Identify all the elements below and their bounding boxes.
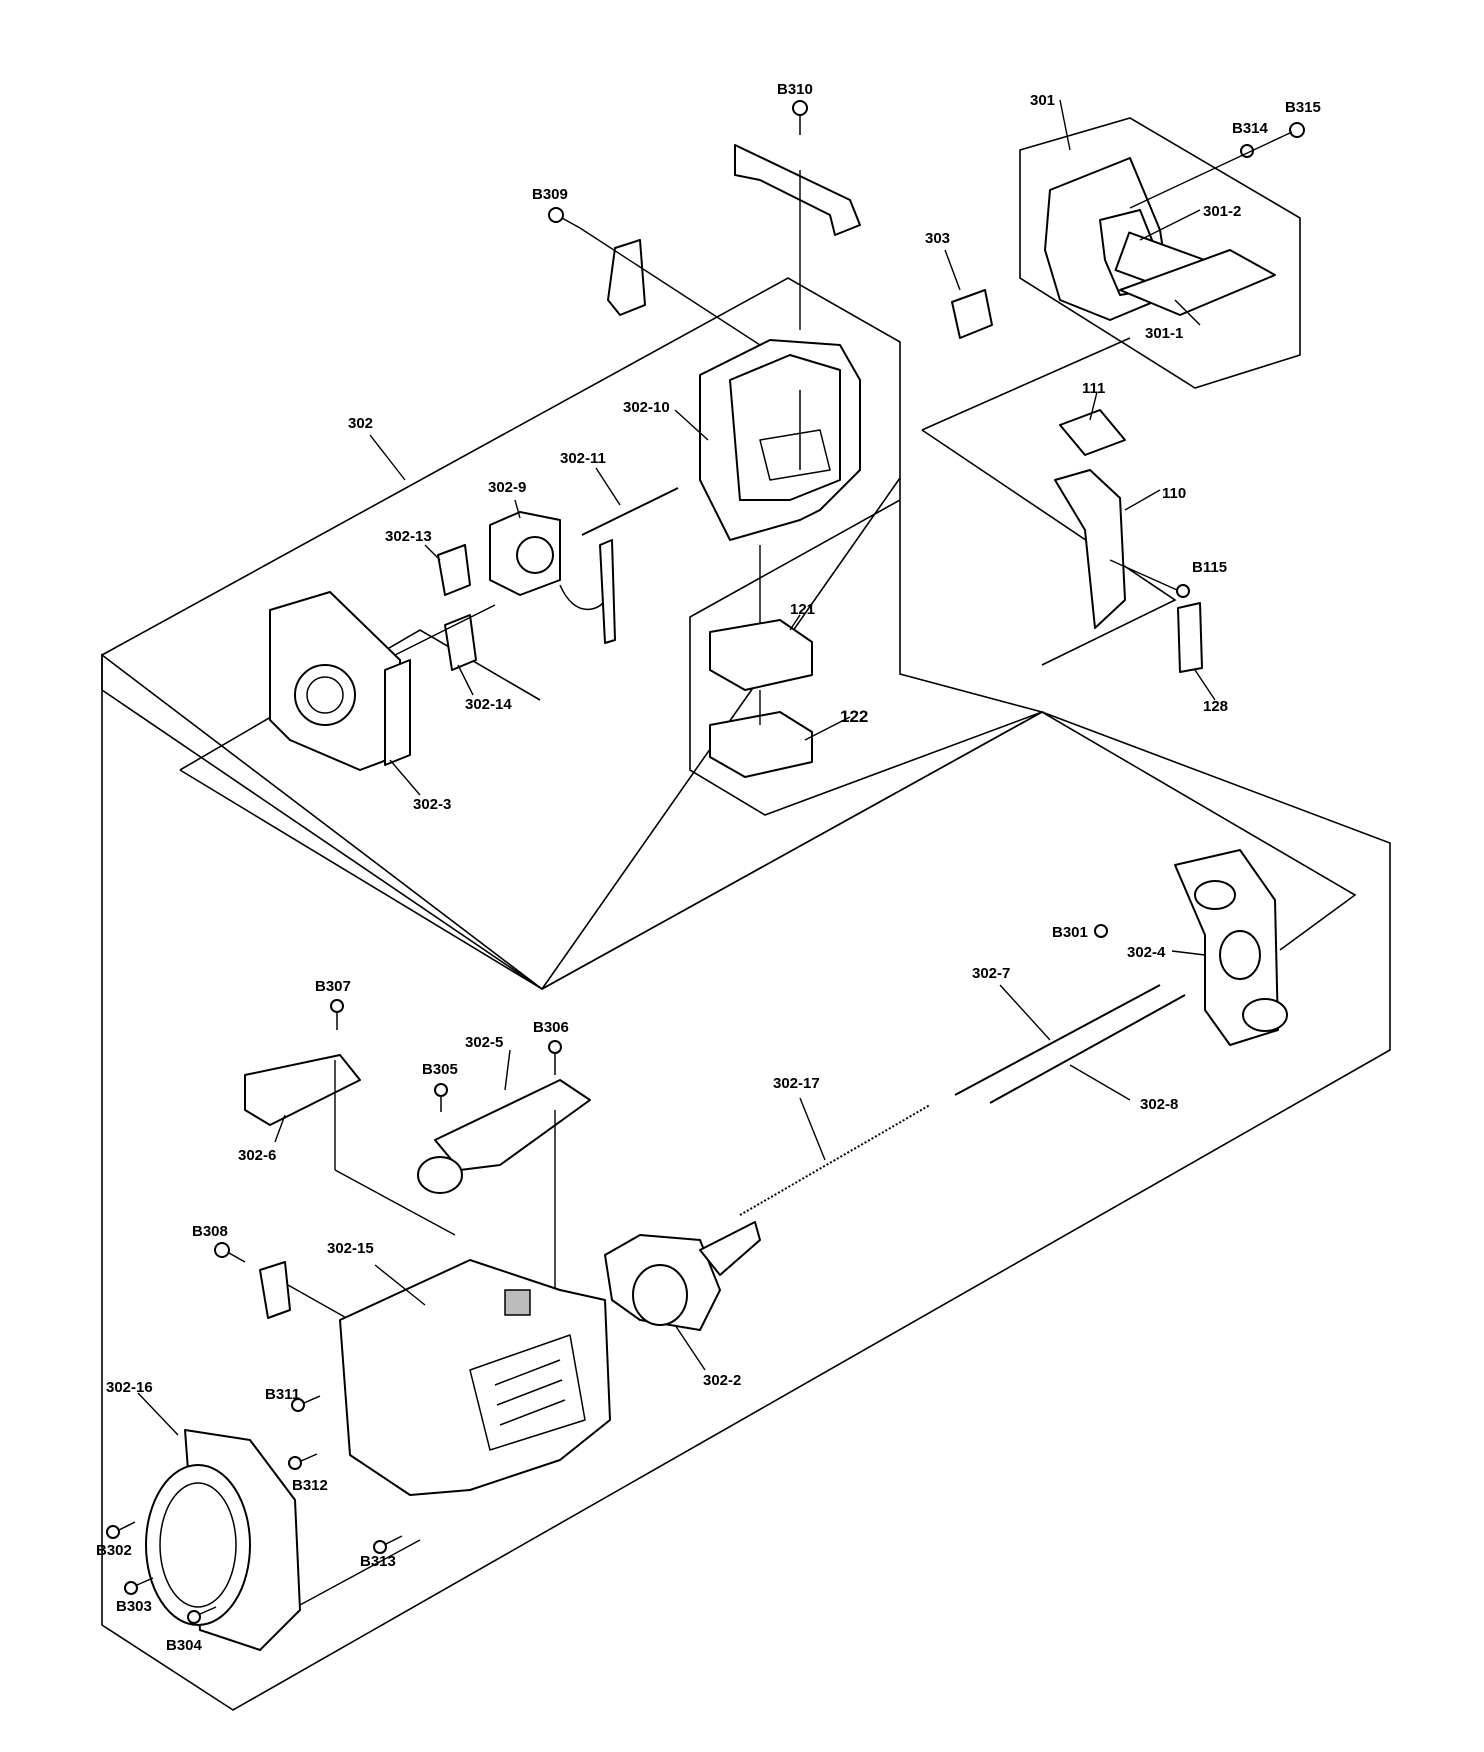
screw-B115-icon: [1176, 584, 1190, 598]
label-301-2: 301-2: [1203, 203, 1241, 220]
label-302-9: 302-9: [488, 479, 526, 496]
label-302-16: 302-16: [106, 1379, 153, 1396]
frame-battery-block: [689, 478, 1045, 816]
part-302-17-leadscrew: [739, 1104, 931, 1216]
screw-B307-icon: [330, 999, 344, 1030]
label-B305: B305: [422, 1061, 458, 1078]
part-302-14: [444, 614, 477, 671]
part-302-11-rod: [581, 487, 679, 536]
label-122: 122: [840, 707, 868, 726]
screw-B302-icon: [106, 1521, 136, 1539]
label-302-10: 302-10: [623, 399, 670, 416]
label-302-14: 302-14: [465, 696, 512, 713]
label-B301: B301: [1052, 924, 1088, 941]
label-302-4: 302-4: [1127, 944, 1166, 961]
label-B115: B115: [1192, 559, 1227, 576]
label-302-13: 302-13: [385, 528, 432, 545]
screw-B303-icon: [124, 1577, 154, 1595]
part-303: [951, 289, 993, 339]
label-111: 111: [1082, 380, 1105, 397]
label-B304: B304: [166, 1637, 203, 1654]
bracket-B309: [607, 239, 646, 316]
screw-B304-icon: [187, 1606, 217, 1624]
label-B314: B314: [1232, 120, 1269, 137]
part-301-block: [1044, 157, 1276, 321]
part-302-8-rod: [989, 994, 1186, 1104]
screw-B312-icon: [288, 1453, 318, 1470]
part-302-2-lens: [604, 1221, 761, 1331]
label-302-15: 302-15: [327, 1240, 374, 1257]
label-B309: B309: [532, 186, 568, 203]
label-302-17: 302-17: [773, 1075, 820, 1092]
part-122-block: [709, 711, 813, 778]
part-302-9-flex: [599, 539, 616, 644]
bracket-B308: [259, 1261, 291, 1319]
label-B315: B315: [1285, 99, 1321, 116]
part-302-15-body: [339, 1259, 611, 1496]
label-B303: B303: [116, 1598, 152, 1615]
screw-B305-icon: [434, 1083, 448, 1112]
part-302-7-rod: [954, 984, 1161, 1096]
label-B302: B302: [96, 1542, 132, 1559]
part-111: [1059, 409, 1126, 456]
label-302-7: 302-7: [972, 965, 1010, 982]
label-121: 121: [790, 601, 815, 618]
label-128: 128: [1203, 698, 1228, 715]
label-B307: B307: [315, 978, 351, 995]
label-301-1: 301-1: [1145, 325, 1183, 342]
label-302-11: 302-11: [560, 450, 606, 467]
screw-B301-icon: [1094, 924, 1108, 938]
part-labels: B310 301 B315 B314 301-2 303 301-1 B309 …: [96, 81, 1321, 1654]
part-110-bracket: [1054, 469, 1126, 629]
label-B310: B310: [777, 81, 813, 98]
part-121-block: [709, 619, 813, 691]
label-B308: B308: [192, 1223, 228, 1240]
frame-302-rear-link: [179, 629, 541, 771]
label-302-5: 302-5: [465, 1034, 503, 1051]
part-302-13: [437, 544, 471, 596]
label-B306: B306: [533, 1019, 569, 1036]
label-B311: B311: [265, 1386, 300, 1403]
screw-B311-icon: [291, 1395, 321, 1412]
label-302: 302: [348, 415, 373, 432]
part-302-6-flex: [244, 1054, 361, 1126]
label-B313: B313: [360, 1553, 396, 1570]
leader-lines: [137, 99, 1216, 1436]
label-302-2: 302-2: [703, 1372, 741, 1389]
part-302-9-motor: [489, 511, 606, 611]
screw-B315-icon: [1289, 122, 1305, 138]
assembly-frames: [101, 117, 1391, 1711]
part-302-16-front-lens: [145, 1429, 301, 1651]
screw-B309-icon: [548, 207, 581, 229]
screw-B313-icon: [373, 1535, 403, 1554]
part-302-3-iris: [269, 591, 411, 771]
screw-B306-icon: [548, 1040, 562, 1075]
label-B312: B312: [292, 1477, 328, 1494]
label-302-8: 302-8: [1140, 1096, 1178, 1113]
plate-top-flex: [734, 144, 861, 236]
part-302-10-chassis: [699, 339, 861, 541]
screw-B310-icon: [792, 100, 808, 135]
frame-301: [1019, 117, 1301, 389]
frame-110-right: [921, 429, 1177, 666]
label-302-3: 302-3: [413, 796, 451, 813]
part-128: [1177, 602, 1203, 673]
label-301: 301: [1030, 92, 1055, 109]
frame-110-bracket: [921, 337, 1131, 431]
label-303: 303: [925, 230, 950, 247]
label-110: 110: [1162, 485, 1186, 502]
drawn-parts: [106, 100, 1305, 1651]
part-302-5-motor: [417, 1079, 591, 1194]
part-302-4-holder: [1174, 849, 1288, 1046]
label-302-6: 302-6: [238, 1147, 276, 1164]
screw-B308-icon: [214, 1242, 246, 1263]
